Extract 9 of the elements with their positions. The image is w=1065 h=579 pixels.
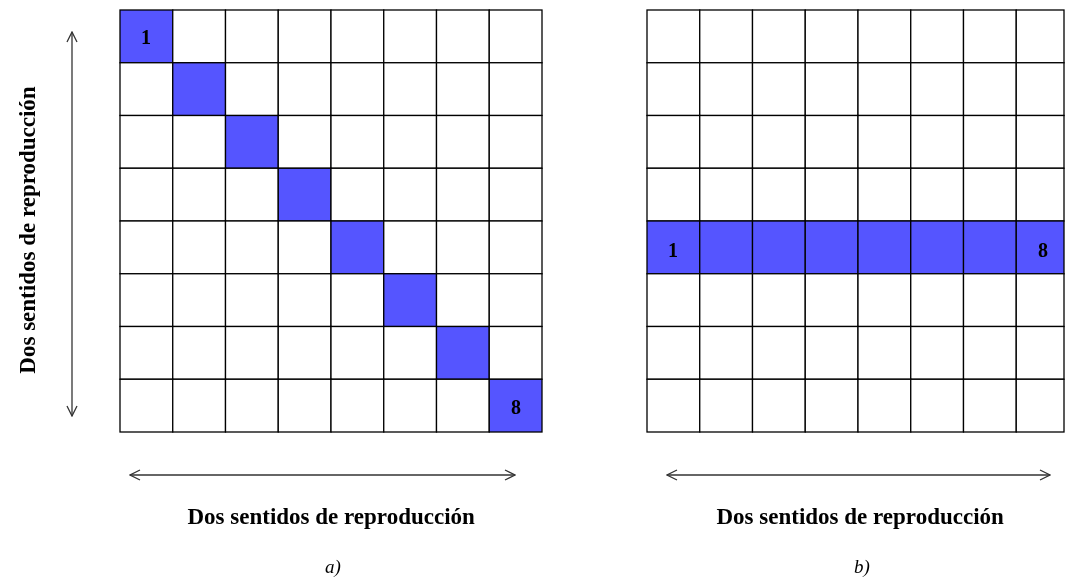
- panel-label: a): [325, 556, 341, 578]
- cell-number: 8: [1038, 238, 1048, 262]
- cell-number: 8: [511, 395, 521, 419]
- axis-label: Dos sentidos de reproducción: [716, 504, 1004, 530]
- axis-label: Dos sentidos de reproducción: [187, 504, 475, 530]
- axis-label: Dos sentidos de reproducción: [14, 86, 41, 374]
- panel-label: b): [854, 556, 870, 578]
- cell-number: 1: [668, 238, 678, 262]
- cell-number: 1: [141, 25, 151, 49]
